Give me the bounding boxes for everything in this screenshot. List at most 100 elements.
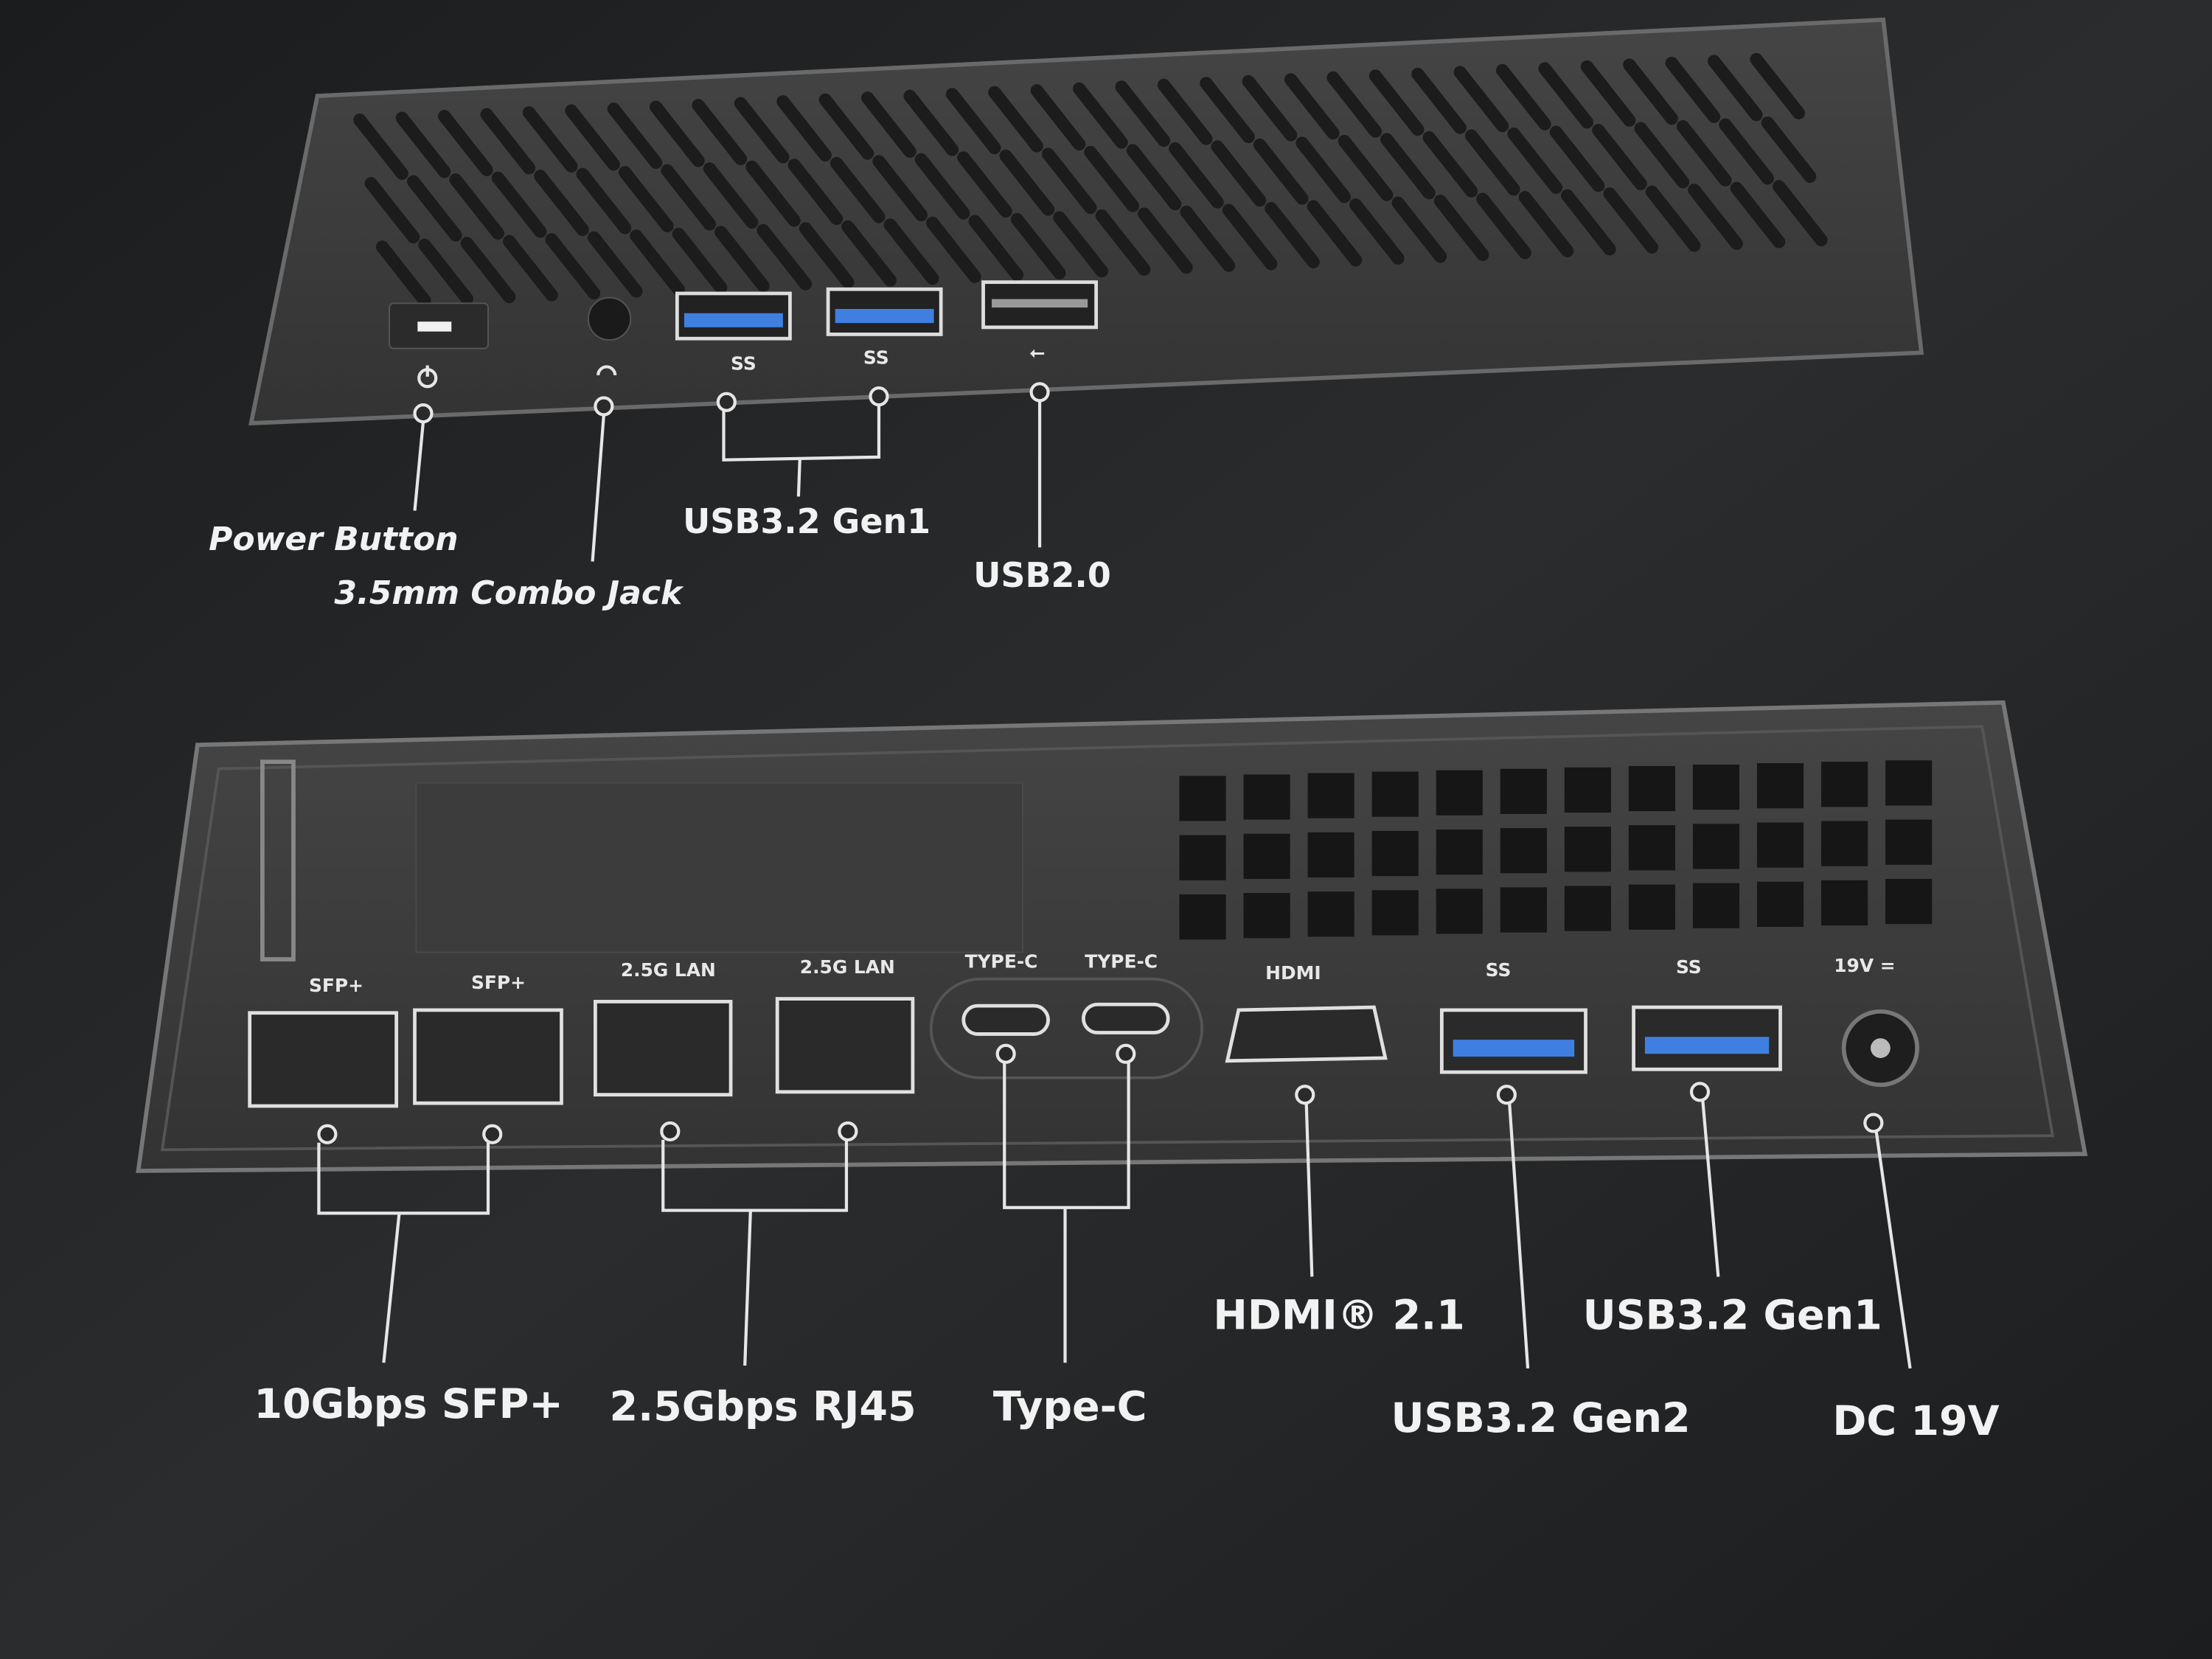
usb3-superspeed-icon: SS	[863, 347, 889, 369]
vent-slot	[1665, 56, 1721, 123]
usb3-superspeed-icon: SS	[1486, 959, 1512, 981]
vent-slot	[1349, 198, 1405, 265]
lan-marking-1: 2.5G LAN	[621, 959, 716, 981]
vent-slot	[1453, 66, 1509, 133]
vent-slot	[375, 240, 431, 307]
power-led	[417, 321, 452, 332]
usb-gen2-port	[1439, 1008, 1587, 1074]
vent-hole	[1307, 773, 1354, 818]
vent-slot	[576, 167, 632, 234]
vent-slot	[1773, 180, 1828, 247]
typec-marking-1: TYPE-C	[965, 951, 1038, 973]
vent-hole	[1564, 827, 1611, 872]
usb3-port-2	[826, 287, 943, 336]
combo-jack	[587, 296, 632, 341]
vent-slot	[745, 160, 801, 227]
vent-slot	[799, 222, 855, 289]
vent-slots	[353, 52, 1828, 307]
vent-hole	[1564, 767, 1611, 813]
vent-hole	[1885, 878, 1933, 925]
vent-slot	[830, 156, 886, 223]
vent-slot	[1126, 144, 1182, 211]
vent-hole	[1307, 832, 1354, 878]
vent-slot	[438, 110, 493, 176]
vent-hole	[1371, 771, 1419, 817]
vent-slot	[607, 102, 663, 170]
typec-port-1	[961, 1004, 1050, 1036]
hdmi-label: HDMI® 2.1	[1213, 1292, 1464, 1339]
vent-slot	[1200, 77, 1255, 144]
vent-slot	[1645, 185, 1701, 252]
vent-slot	[1211, 140, 1267, 207]
sfp-marking-1: SFP+	[309, 975, 364, 996]
vent-slot	[1433, 195, 1489, 261]
power-button-label: Power Button	[209, 521, 458, 558]
hdmi-logo-icon: HDMI	[1265, 962, 1321, 984]
vent-slot	[1010, 212, 1066, 279]
vent-slot	[1307, 200, 1363, 267]
vent-slot	[872, 155, 928, 222]
vent-slot	[1719, 118, 1774, 185]
vent-hole	[1179, 835, 1226, 880]
vent-hole	[1756, 881, 1804, 928]
vent-slot	[1634, 122, 1690, 189]
vent-hole	[1628, 825, 1676, 871]
vent-hole	[1371, 890, 1419, 936]
vent-slot	[587, 231, 643, 298]
dc-label: DC 19V	[1832, 1398, 1999, 1445]
vent-slot	[630, 229, 685, 296]
vent-hole	[1885, 819, 1933, 865]
vent-slot	[1380, 133, 1436, 200]
vent-slot	[406, 175, 462, 242]
vent-slot	[1242, 74, 1298, 142]
vent-hole	[1821, 762, 1868, 807]
vent-hole	[1692, 883, 1740, 928]
vent-hole	[1821, 821, 1868, 866]
vent-hole	[1500, 768, 1547, 814]
vent-slot	[988, 86, 1043, 153]
vent-slot	[460, 237, 516, 304]
vent-slot	[1041, 147, 1097, 215]
vent-slot	[1295, 136, 1351, 204]
vent-slot	[491, 171, 547, 238]
vent-hole	[1500, 887, 1547, 933]
vent-slot	[703, 162, 759, 229]
vent-slot	[1084, 145, 1139, 212]
vent-slot	[1676, 120, 1732, 187]
headphone-icon	[597, 365, 617, 376]
vent-slot	[1115, 80, 1171, 147]
vent-slot	[650, 100, 705, 167]
usb-gen2-label: USB3.2 Gen2	[1391, 1395, 1690, 1442]
vent-slot	[522, 106, 578, 173]
vent-slot	[757, 223, 813, 291]
rear-leaders	[317, 1043, 1912, 1369]
sfp-marking-2: SFP+	[471, 972, 526, 993]
vent-slot	[1623, 58, 1678, 125]
dc-jack	[1841, 1009, 1919, 1088]
vent-slot	[1708, 55, 1763, 122]
rj45-label: 2.5Gbps RJ45	[610, 1384, 917, 1431]
vent-slot	[1053, 211, 1108, 278]
vent-hole	[1885, 760, 1933, 806]
vent-slot	[1411, 67, 1467, 134]
usb-gen1-rear-label: USB3.2 Gen1	[1583, 1292, 1882, 1339]
vent-slot	[1284, 73, 1340, 140]
vent-slot	[1368, 69, 1425, 136]
combo-jack-label: 3.5mm Combo Jack	[334, 574, 684, 612]
vent-slot	[1580, 60, 1636, 127]
sfp-port-1	[248, 1011, 399, 1108]
vent-hole	[1628, 765, 1676, 812]
usb32-gen1-front-label: USB3.2 Gen1	[683, 501, 931, 541]
vent-slot	[503, 234, 558, 302]
rj45-port-1	[594, 1000, 733, 1097]
vent-hole	[1243, 774, 1290, 820]
vent-slot	[565, 104, 620, 171]
vent-slot	[968, 215, 1024, 282]
vent-slot	[1603, 187, 1659, 254]
vent-slot	[395, 111, 451, 178]
front-leaders	[413, 382, 1050, 562]
vent-slot	[957, 151, 1012, 218]
power-icon	[417, 365, 438, 389]
vent-slot	[1592, 123, 1647, 190]
vent-hole	[1371, 830, 1419, 877]
